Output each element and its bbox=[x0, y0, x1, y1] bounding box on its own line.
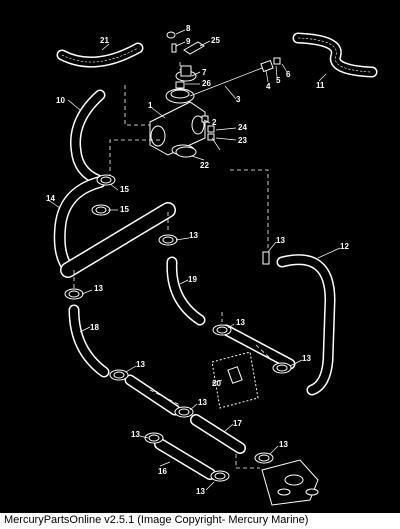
clamp-13-a[interactable] bbox=[158, 234, 178, 246]
callout-22: 22 bbox=[200, 161, 209, 170]
callout-13-b: 13 bbox=[276, 236, 285, 245]
manifold-tube[interactable] bbox=[60, 202, 176, 278]
callout-13-g: 13 bbox=[198, 398, 207, 407]
callout-13: 13 bbox=[189, 231, 198, 240]
sensor-25[interactable] bbox=[183, 41, 205, 55]
clamp-13-c[interactable] bbox=[64, 288, 84, 300]
clamp-13-d[interactable] bbox=[212, 324, 232, 336]
callout-24: 24 bbox=[238, 123, 247, 132]
thermostat-housing-1[interactable] bbox=[149, 88, 206, 156]
clamp-15-lower[interactable] bbox=[91, 204, 111, 216]
callout-23: 23 bbox=[238, 136, 247, 145]
callout-10: 10 bbox=[56, 96, 65, 105]
clamp-13-i[interactable] bbox=[254, 452, 274, 464]
clamp-13-h[interactable] bbox=[144, 432, 164, 444]
clamp-13-g[interactable] bbox=[174, 406, 194, 418]
clamp-13-b[interactable] bbox=[262, 251, 270, 265]
callout-leaders bbox=[47, 29, 341, 491]
callout-14: 14 bbox=[46, 194, 55, 203]
callout-13-c: 13 bbox=[94, 284, 103, 293]
callout-13-f: 13 bbox=[302, 354, 311, 363]
footer-bar: MercuryPartsOnline v2.5.1 (Image Copyrig… bbox=[0, 513, 400, 529]
hose-19[interactable] bbox=[166, 256, 206, 326]
callout-8: 8 bbox=[186, 24, 191, 33]
callout-1: 1 bbox=[148, 101, 153, 110]
callout-26: 26 bbox=[202, 79, 211, 88]
callout-9: 9 bbox=[186, 37, 191, 46]
fitting-assembly-bottom[interactable] bbox=[261, 459, 319, 506]
callout-2: 2 bbox=[212, 118, 217, 127]
footer-copyright-text: MercuryPartsOnline v2.5.1 (Image Copyrig… bbox=[4, 514, 309, 526]
clamp-13-j[interactable] bbox=[210, 470, 230, 482]
callout-13-e: 13 bbox=[136, 360, 145, 369]
hose-18[interactable] bbox=[68, 304, 110, 378]
cap-8[interactable] bbox=[166, 31, 176, 39]
clamp-13-f[interactable] bbox=[272, 362, 292, 374]
callout-6: 6 bbox=[286, 70, 291, 79]
callout-19: 19 bbox=[188, 275, 197, 284]
callout-4: 4 bbox=[266, 82, 271, 91]
callout-21: 21 bbox=[100, 36, 109, 45]
fittings-23-24[interactable] bbox=[207, 125, 215, 141]
clamp-13-e[interactable] bbox=[109, 369, 129, 381]
callout-20: 20 bbox=[212, 379, 221, 388]
callout-13-d: 13 bbox=[236, 318, 245, 327]
callout-13-j: 13 bbox=[196, 487, 205, 496]
tee-fitting-lower-left[interactable] bbox=[124, 374, 181, 416]
fitting-2[interactable] bbox=[201, 115, 209, 123]
part-20-plug[interactable] bbox=[211, 351, 259, 409]
hose-14[interactable] bbox=[53, 176, 106, 276]
callout-13-i: 13 bbox=[279, 440, 288, 449]
callout-15-b: 15 bbox=[120, 205, 129, 214]
screw-9[interactable] bbox=[171, 43, 177, 53]
hose-21[interactable] bbox=[56, 42, 144, 68]
callout-11: 11 bbox=[316, 81, 325, 90]
clamp-15-upper[interactable] bbox=[96, 174, 116, 186]
callout-12: 12 bbox=[340, 242, 349, 251]
callout-3: 3 bbox=[236, 95, 241, 104]
callout-15: 15 bbox=[120, 185, 129, 194]
screw-26[interactable] bbox=[175, 81, 185, 89]
thermostat-7[interactable] bbox=[175, 65, 197, 82]
callout-16: 16 bbox=[158, 467, 167, 476]
hose-12[interactable] bbox=[276, 254, 336, 396]
callout-13-h: 13 bbox=[131, 430, 140, 439]
fitting-4-5-6[interactable] bbox=[260, 57, 281, 73]
rod-3[interactable] bbox=[189, 67, 263, 97]
gasket-22[interactable] bbox=[175, 146, 197, 158]
hose-10[interactable] bbox=[70, 89, 106, 186]
callout-18: 18 bbox=[90, 323, 99, 332]
hose-16[interactable] bbox=[154, 438, 216, 480]
hose-11[interactable] bbox=[292, 32, 378, 78]
callout-25: 25 bbox=[211, 36, 220, 45]
hose-17[interactable] bbox=[190, 414, 246, 454]
callout-5: 5 bbox=[276, 76, 281, 85]
callout-17: 17 bbox=[233, 419, 242, 428]
callout-7: 7 bbox=[202, 68, 207, 77]
assembly-dashed-lines bbox=[73, 62, 273, 469]
